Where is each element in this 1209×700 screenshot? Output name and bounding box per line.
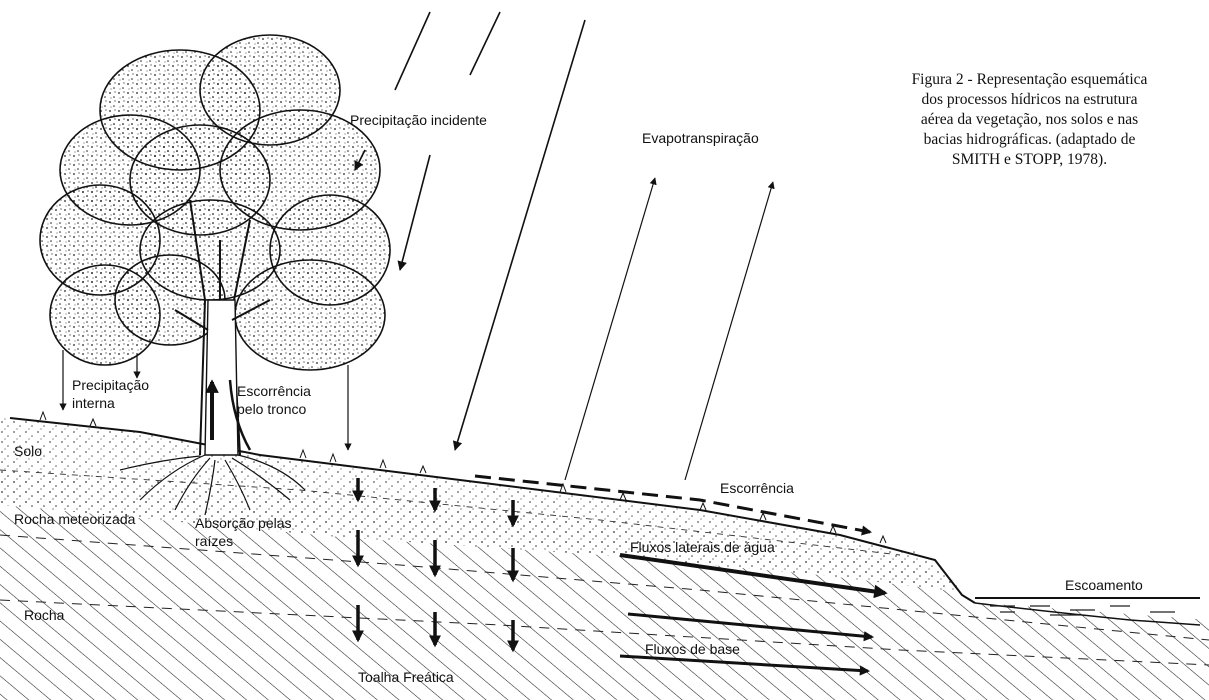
label-throughfall-1: Precipitação <box>72 377 149 393</box>
label-root-absorption-2: raízes <box>195 533 233 549</box>
label-root-absorption-1: Absorção pelas <box>195 515 292 531</box>
label-base-flow: Fluxos de base <box>645 641 740 657</box>
label-rock: Rocha <box>24 607 65 623</box>
label-soil: Solo <box>14 443 42 459</box>
label-water-table: Toalha Freática <box>358 669 454 685</box>
label-incident-precipitation: Precipitação incidente <box>350 112 487 128</box>
label-evapotranspiration: Evapotranspiração <box>642 130 759 146</box>
label-surface-runoff: Escorrência <box>720 480 794 496</box>
caption-line: aérea da vegetação, nos solos e nas <box>852 110 1207 130</box>
evapotranspiration-arrows <box>565 178 773 480</box>
label-throughfall-2: interna <box>72 395 115 411</box>
label-streamflow: Escoamento <box>1065 577 1143 593</box>
caption-line: dos processos hídricos na estrutura <box>852 90 1207 110</box>
caption-line: SMITH e STOPP, 1978). <box>852 150 1207 170</box>
figure-caption: Figura 2 - Representação esquemática dos… <box>852 70 1207 170</box>
incident-precipitation-arrows <box>355 12 585 450</box>
label-stemflow-1: Escorrência <box>237 383 311 399</box>
caption-line: Figura 2 - Representação esquemática <box>852 70 1207 90</box>
caption-line: bacias hidrográficas. (adaptado de <box>852 130 1207 150</box>
label-stemflow-2: pelo tronco <box>237 401 306 417</box>
label-weathered-rock: Rocha meteorizada <box>14 511 136 527</box>
label-lateral-flow: Fluxos laterais de água <box>630 539 775 555</box>
